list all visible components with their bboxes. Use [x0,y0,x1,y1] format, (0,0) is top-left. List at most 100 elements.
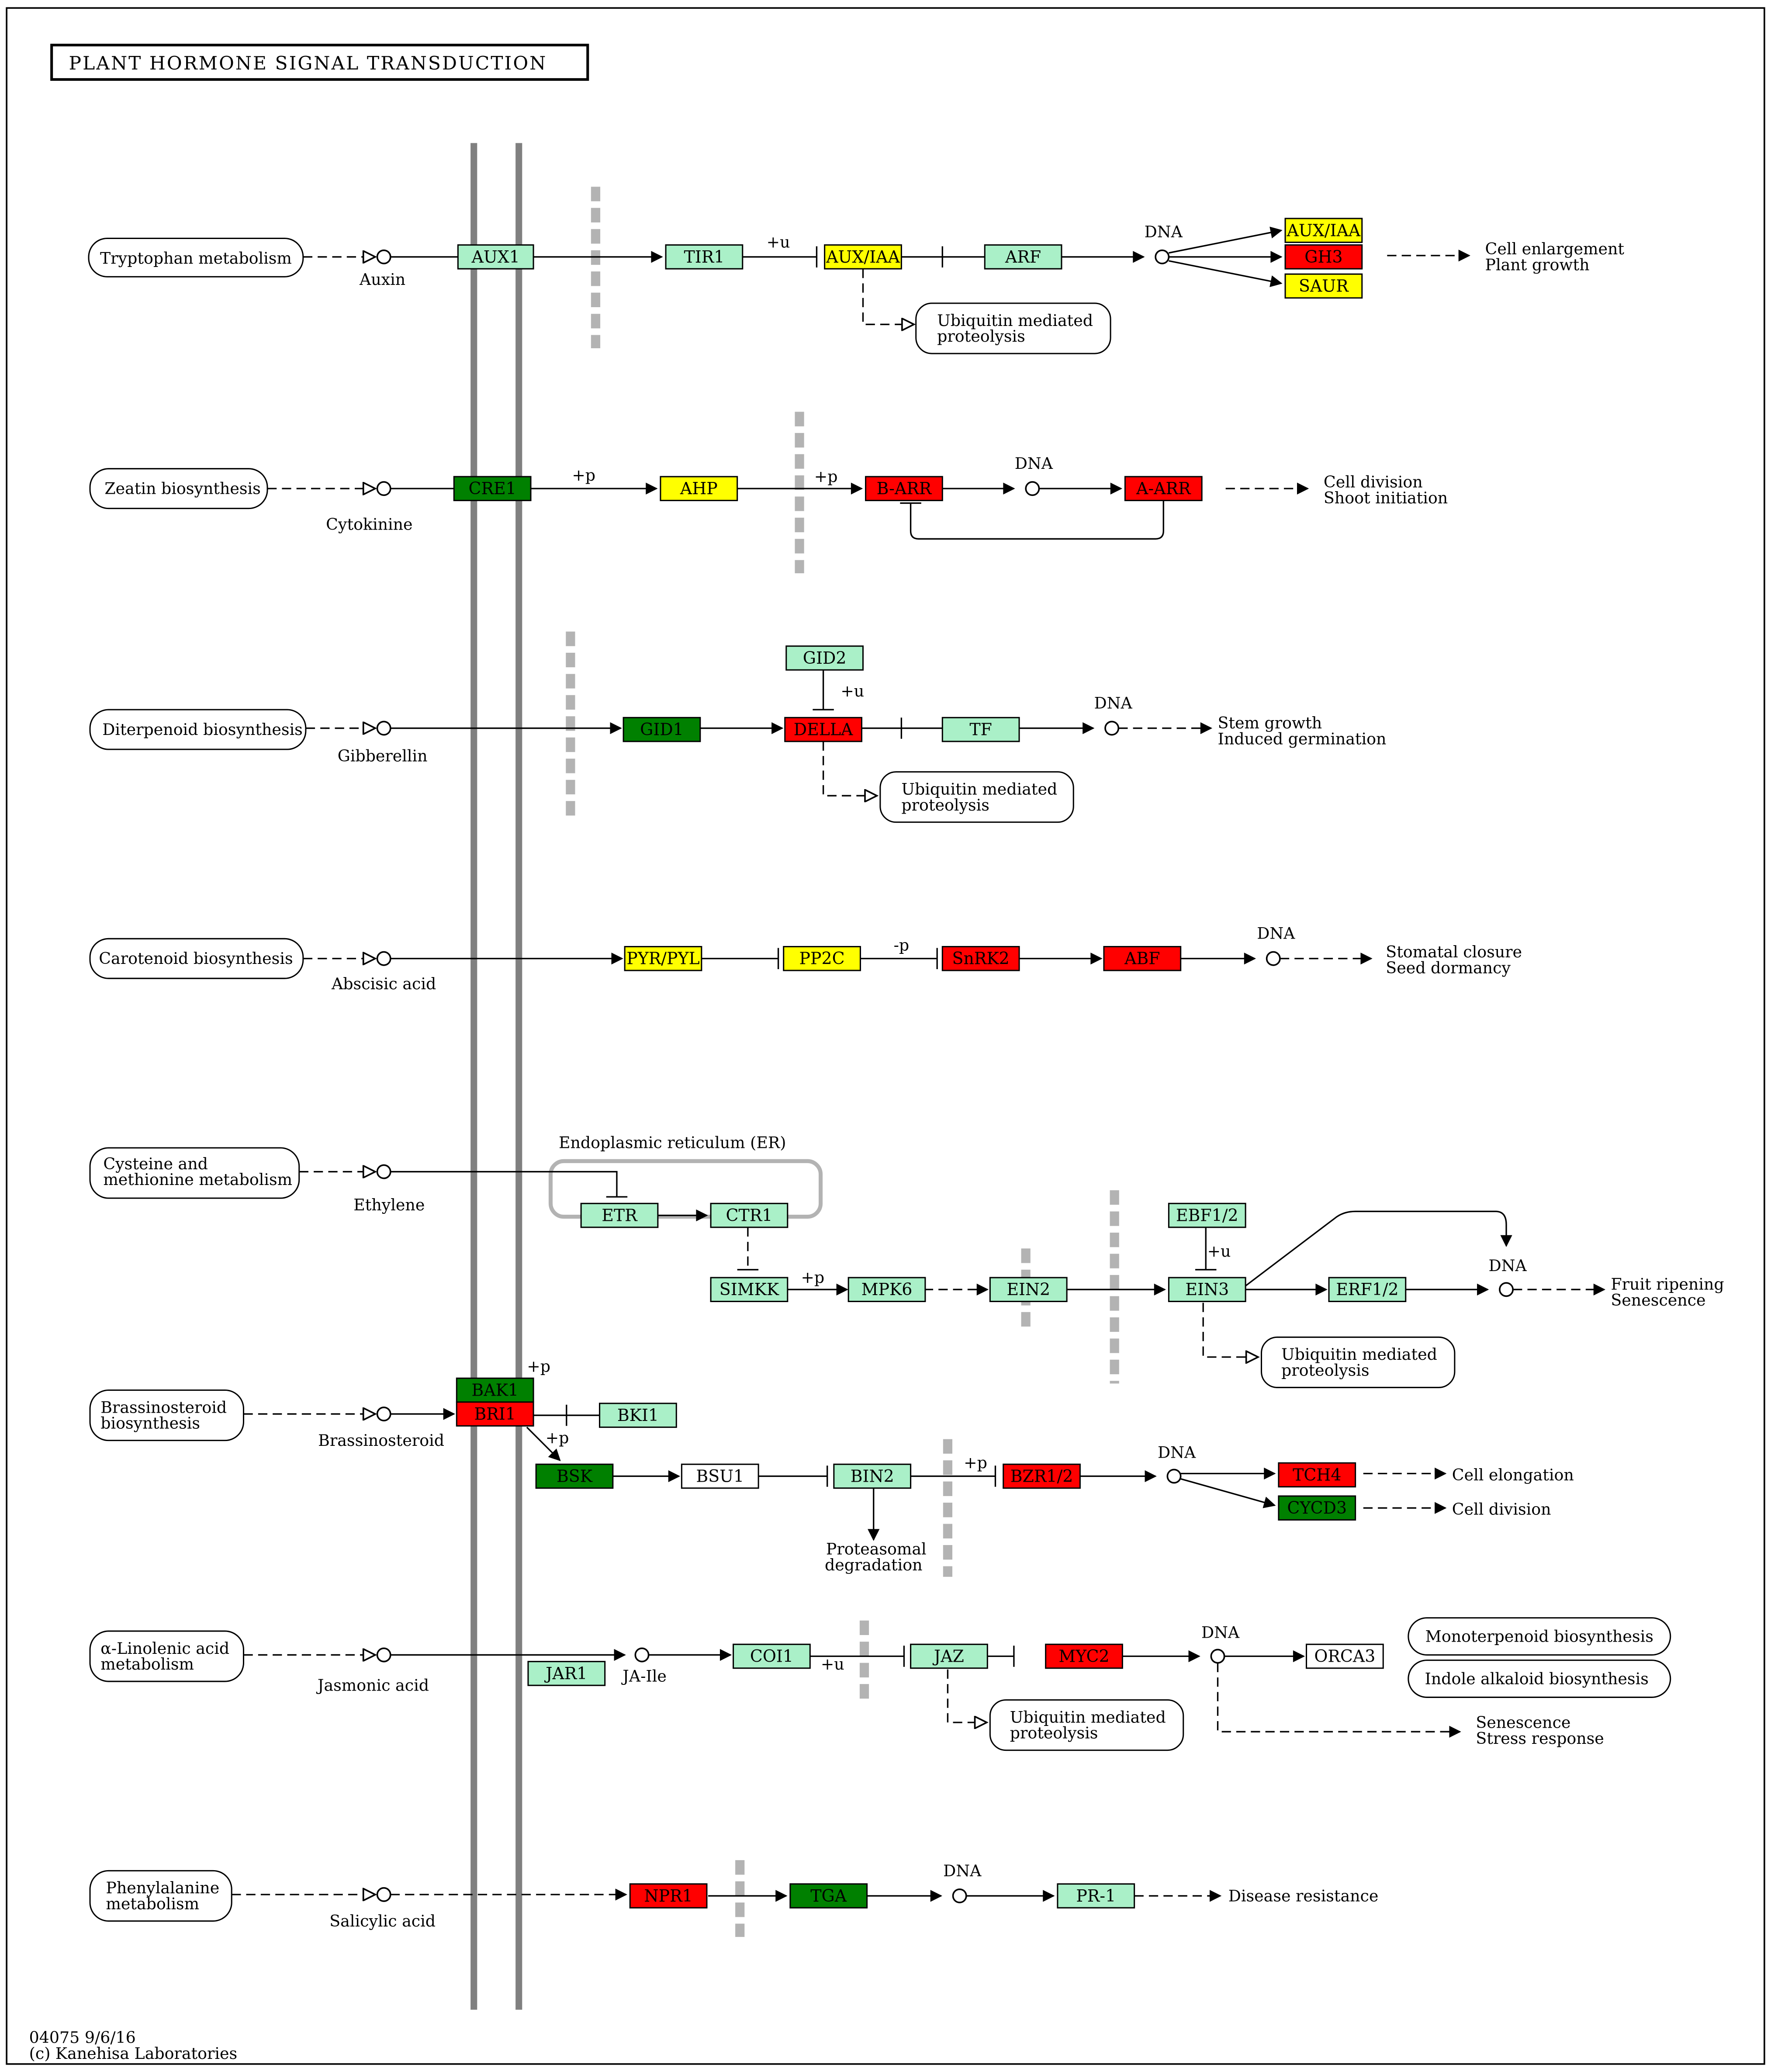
title-box: PLANT HORMONE SIGNAL TRANSDUCTION [50,44,589,81]
gene-cre1[interactable]: CRE1 [453,476,532,501]
gene-tir1[interactable]: TIR1 [665,244,744,270]
map-cysteine-methionine-metabolism[interactable]: Cysteine and methionine metabolism [89,1147,300,1199]
outcome-line-1: Stem growth [1218,714,1322,732]
gene-myc2[interactable]: MYC2 [1045,1643,1123,1669]
map-zeatin-biosynthesis[interactable]: Zeatin biosynthesis [89,468,268,509]
svg-text:EIN2: EIN2 [1007,1280,1050,1299]
gene-aux-iaa[interactable]: AUX/IAA [824,244,902,270]
outcome-cell-elongation: Cell elongation [1452,1466,1574,1484]
map-ubiquitin-proteolysis[interactable]: Ubiquitin mediated proteolysis [879,771,1074,823]
map-linolenic-acid-metabolism[interactable]: α-Linolenic acid metabolism [89,1630,245,1682]
svg-text:AUX/IAA: AUX/IAA [1287,221,1361,240]
gene-bsu1[interactable]: BSU1 [681,1463,759,1489]
gene-ein2[interactable]: EIN2 [989,1277,1068,1303]
gene-orca3[interactable]: ORCA3 [1305,1643,1384,1669]
svg-text:DELLA: DELLA [794,720,853,739]
gene-erf1-2[interactable]: ERF1/2 [1328,1277,1407,1303]
gene-tch4[interactable]: TCH4 [1278,1462,1356,1488]
gene-pyr-pyl[interactable]: PYR/PYL [624,946,702,971]
svg-text:Diterpenoid biosynthesis: Diterpenoid biosynthesis [102,720,303,739]
gene-bki1[interactable]: BKI1 [599,1403,677,1428]
svg-text:TIR1: TIR1 [684,247,724,267]
gene-b-arr[interactable]: B-ARR [865,476,943,501]
gene-bin2[interactable]: BIN2 [833,1463,912,1489]
footer-credit: (c) Kanehisa Laboratories [29,2044,238,2063]
map-ubiquitin-proteolysis[interactable]: Ubiquitin mediated proteolysis [915,302,1111,354]
gene-pr-1[interactable]: PR-1 [1057,1883,1135,1909]
gene-jar1[interactable]: JAR1 [527,1661,606,1686]
gene-bri1[interactable]: BRI1 [456,1401,534,1427]
svg-text:proteolysis: proteolysis [1010,1724,1098,1743]
mod-label: +p [527,1357,550,1376]
gene-pp2c[interactable]: PP2C [783,946,861,971]
gene-bsk[interactable]: BSK [535,1463,614,1489]
dna-label: DNA [1015,454,1053,473]
map-ubiquitin-proteolysis[interactable]: Ubiquitin mediated proteolysis [1260,1336,1456,1388]
gene-a-arr[interactable]: A-ARR [1124,476,1203,501]
gene-della[interactable]: DELLA [784,717,862,742]
page-title: PLANT HORMONE SIGNAL TRANSDUCTION [69,53,547,74]
gene-bak1[interactable]: BAK1 [456,1377,534,1403]
gene-saur[interactable]: SAUR [1284,273,1363,299]
map-diterpenoid-biosynthesis[interactable]: Diterpenoid biosynthesis [89,709,307,750]
gene-npr1[interactable]: NPR1 [629,1883,708,1909]
svg-text:biosynthesis: biosynthesis [100,1414,200,1433]
svg-text:SAUR: SAUR [1299,277,1349,296]
gene-bzr1-2[interactable]: BZR1/2 [1003,1463,1081,1489]
compound-label-jasmonic-acid: Jasmonic acid [316,1676,429,1695]
outcome-line-1: Senescence [1476,1713,1570,1732]
map-carotenoid-biosynthesis[interactable]: Carotenoid biosynthesis [89,938,304,979]
svg-text:proteolysis: proteolysis [937,327,1025,346]
svg-text:A-ARR: A-ARR [1136,479,1191,498]
ethylene-pathway: Cysteine and methionine metabolism Ethyl… [89,1133,1724,1388]
gene-simkk[interactable]: SIMKK [710,1277,789,1303]
map-indole-alkaloid-biosynthesis[interactable]: Indole alkaloid biosynthesis [1408,1660,1671,1698]
map-brassinosteroid-biosynthesis[interactable]: Brassinosteroid biosynthesis [89,1389,245,1441]
dna-label: DNA [1488,1256,1527,1275]
gene-ahp[interactable]: AHP [660,476,738,501]
gene-tga[interactable]: TGA [789,1883,868,1909]
map-tryptophan-metabolism[interactable]: Tryptophan metabolism [88,237,304,277]
gene-gid2[interactable]: GID2 [785,645,864,671]
gene-snrk2[interactable]: SnRK2 [941,946,1020,971]
compound-salicylic-acid[interactable] [376,1887,391,1902]
map-phenylalanine-metabolism[interactable]: Phenylalanine metabolism [89,1870,232,1922]
gibberellin-pathway: Diterpenoid biosynthesis Gibberellin +u … [89,645,1386,823]
gene-jaz[interactable]: JAZ [910,1643,988,1669]
gene-tf[interactable]: TF [941,717,1020,742]
gene-gid1[interactable]: GID1 [623,717,701,742]
svg-text:NPR1: NPR1 [644,1886,692,1906]
gene-arf[interactable]: ARF [984,244,1062,270]
svg-text:ABF: ABF [1124,949,1160,968]
svg-text:proteolysis: proteolysis [1281,1361,1370,1380]
gene-ebf1-2[interactable]: EBF1/2 [1168,1202,1246,1228]
compound-brassinosteroid[interactable] [376,1407,391,1422]
map-ubiquitin-proteolysis[interactable]: Ubiquitin mediated proteolysis [989,1699,1184,1751]
outcome-cell-division: Cell division [1452,1500,1551,1519]
compound-ja-ile[interactable] [634,1647,650,1663]
compound-auxin[interactable] [376,249,391,264]
gene-aux1[interactable]: AUX1 [457,244,534,270]
gene-aux-iaa-target[interactable]: AUX/IAA [1284,218,1363,243]
compound-cytokinine[interactable] [376,481,391,496]
degradation-line-1: Proteasomal [826,1540,927,1559]
compound-abscisic-acid[interactable] [376,951,391,966]
gene-ein3[interactable]: EIN3 [1168,1277,1246,1303]
gene-mpk6[interactable]: MPK6 [847,1277,926,1303]
gene-ctr1[interactable]: CTR1 [710,1202,789,1228]
gene-etr[interactable]: ETR [580,1202,659,1228]
gene-gh3[interactable]: GH3 [1284,244,1363,270]
compound-ethylene[interactable] [376,1164,391,1179]
compound-jasmonic-acid[interactable] [376,1647,391,1663]
svg-text:EBF1/2: EBF1/2 [1176,1206,1238,1225]
gene-abf[interactable]: ABF [1103,946,1182,971]
gene-coi1[interactable]: COI1 [733,1643,811,1669]
outcome-line-2: Shoot initiation [1324,489,1448,507]
map-monoterpenoid-biosynthesis[interactable]: Monoterpenoid biosynthesis [1408,1617,1671,1656]
compound-gibberellin[interactable] [376,721,391,736]
svg-text:BKI1: BKI1 [617,1406,659,1425]
gene-cycd3[interactable]: CYCD3 [1278,1495,1356,1521]
svg-text:Phenylalanine: Phenylalanine [106,1878,219,1897]
svg-text:ETR: ETR [602,1206,638,1225]
